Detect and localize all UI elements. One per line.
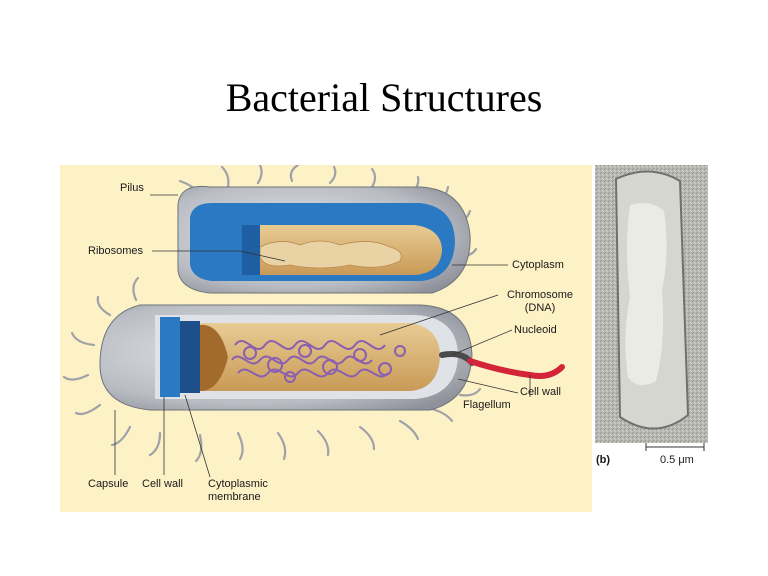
lower-cell-wall (160, 317, 180, 397)
label-ribosomes: Ribosomes (88, 245, 144, 257)
label-chromosome-sub: (DNA) (524, 302, 556, 314)
label-cytoplasmic-text: Cytoplasmic (208, 478, 268, 490)
cut-edge (200, 324, 228, 391)
label-cytoplasmic-membrane: Cytoplasmic membrane (208, 478, 268, 504)
label-pilus: Pilus (120, 182, 144, 194)
figure-drawing (60, 165, 708, 512)
leader-lines (114, 194, 531, 478)
scale-bar (645, 443, 705, 451)
bacterial-structures-figure: Pilus Ribosomes Cytoplasm Chromosome (DN… (60, 165, 708, 512)
panel-label-b: (b) (596, 454, 611, 466)
label-cell-wall-right: Cell wall (520, 386, 561, 398)
micrograph-nucleoid (625, 203, 667, 386)
label-membrane-text: membrane (208, 491, 261, 503)
upper-nucleoid (259, 240, 402, 269)
label-capsule: Capsule (88, 478, 129, 490)
upper-cut-face (242, 225, 260, 275)
label-flagellum: Flagellum (463, 399, 511, 411)
label-chromosome-text: Chromosome (506, 289, 574, 301)
scale-bar-label: 0.5 μm (660, 454, 694, 466)
micrograph-caption-area (592, 443, 708, 512)
dna-chromosome (231, 339, 406, 383)
label-cell-wall-bottom: Cell wall (142, 478, 183, 490)
label-nucleoid: Nucleoid (514, 324, 557, 336)
label-chromosome: Chromosome (DNA) (500, 289, 580, 315)
label-cytoplasm: Cytoplasm (512, 259, 564, 271)
slide-title: Bacterial Structures (225, 75, 543, 120)
cytoplasmic-membrane (180, 321, 200, 393)
